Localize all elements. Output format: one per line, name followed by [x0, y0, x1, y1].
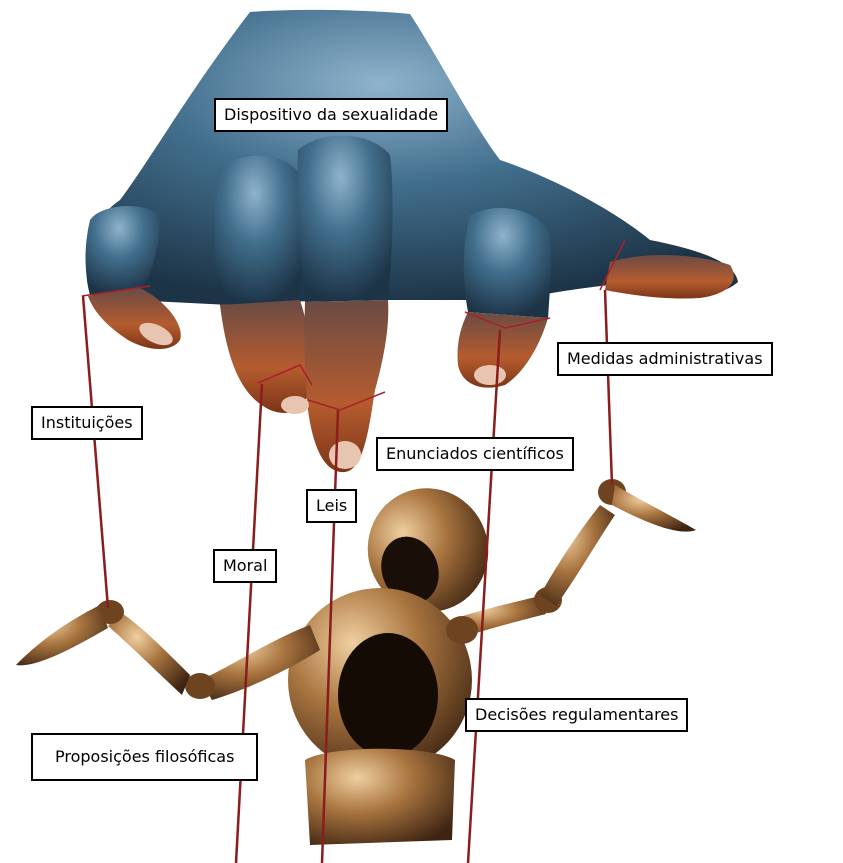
- thumb-tip: [605, 255, 734, 299]
- label-dispositivo: Dispositivo da sexualidade: [214, 98, 448, 132]
- string-moral: [236, 384, 262, 863]
- puppet-left-hand: [16, 605, 108, 665]
- nail-ring: [281, 396, 309, 414]
- puppet-left-forearm: [108, 612, 190, 695]
- label-moral: Moral: [213, 549, 277, 583]
- label-enunciados-cientificos: Enunciados científicos: [376, 437, 574, 471]
- puppet-torso-shadow: [338, 633, 438, 757]
- nail-middle: [329, 441, 361, 469]
- finger-index: [464, 208, 551, 318]
- wooden-puppet: [16, 471, 696, 845]
- puppet-right-hand: [612, 485, 696, 532]
- label-leis: Leis: [306, 489, 357, 523]
- label-proposicoes-filosoficas: Proposições filosóficas: [31, 733, 258, 781]
- label-instituicoes: Instituições: [31, 406, 143, 440]
- puppet-right-shoulder: [446, 616, 478, 644]
- puppet-right-forearm: [540, 505, 615, 606]
- finger-ring-tip: [220, 300, 311, 413]
- hand: [82, 10, 738, 472]
- string-enunciados: [468, 330, 500, 863]
- puppet-left-elbow: [185, 673, 215, 699]
- label-decisoes-regulamentares: Decisões regulamentares: [465, 698, 688, 732]
- finger-ring: [214, 156, 303, 305]
- nail-index: [474, 365, 506, 385]
- puppet-hips: [305, 749, 455, 845]
- string-medidas: [605, 290, 612, 485]
- string-instituicoes: [83, 296, 108, 608]
- label-medidas-administrativas: Medidas administrativas: [557, 342, 773, 376]
- finger-middle: [297, 136, 392, 302]
